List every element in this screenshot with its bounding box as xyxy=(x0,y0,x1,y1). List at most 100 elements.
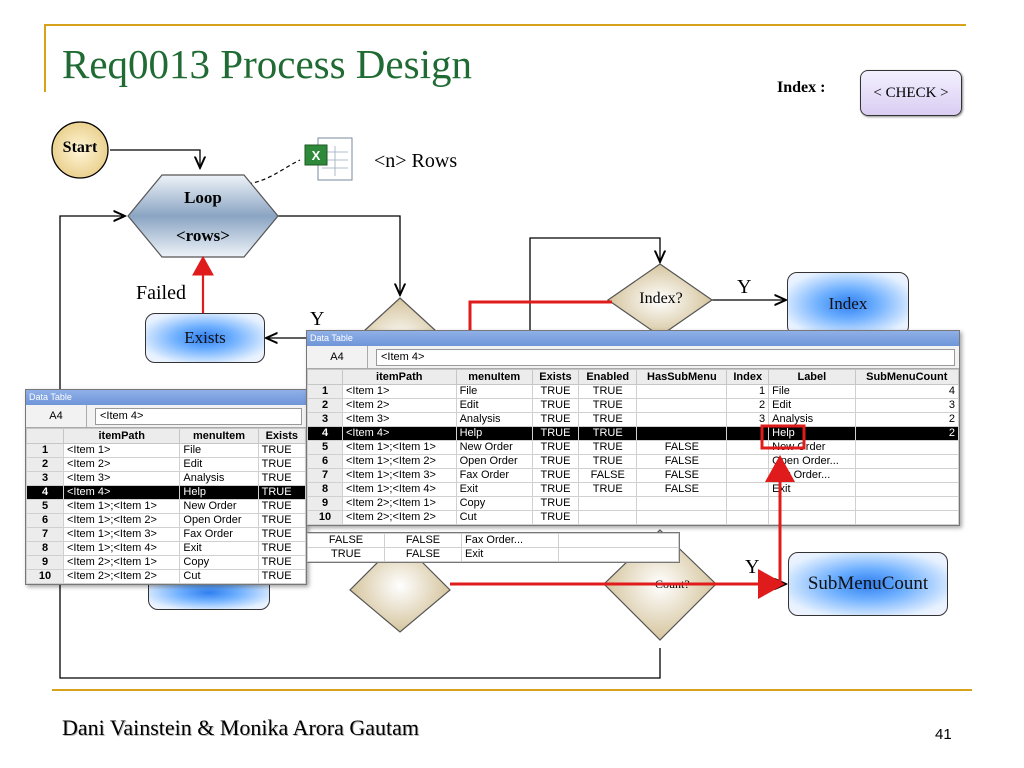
table-cell: FALSE xyxy=(384,547,462,562)
table-cell: TRUE xyxy=(307,547,385,562)
loop-label-1: Loop xyxy=(184,188,222,207)
table-cell: TRUE xyxy=(531,426,580,441)
table-cell: Fax Order xyxy=(455,468,533,483)
data-table-main: Data Table A4 <Item 4> itemPath menuItem… xyxy=(306,330,960,526)
row-number: 9 xyxy=(307,496,343,511)
row-number: 10 xyxy=(26,569,64,584)
help-highlight xyxy=(760,424,806,450)
table-cell: TRUE xyxy=(531,412,580,427)
excel-link xyxy=(247,159,301,185)
table-main-header: itemPath xyxy=(342,369,457,385)
loop-back-connector xyxy=(59,216,661,679)
table-cell: TRUE xyxy=(257,471,307,486)
table-main-cell-ref: A4 xyxy=(307,346,368,368)
table-left-corner xyxy=(26,428,64,444)
row-number: 9 xyxy=(26,555,64,570)
excel-file-icon: X xyxy=(304,137,353,181)
row-number: 5 xyxy=(26,499,64,514)
index-decision-label: Index? xyxy=(639,290,683,307)
row-number: 1 xyxy=(26,443,64,458)
table-left-header: itemPath xyxy=(62,428,181,444)
table-main-cell-value[interactable]: <Item 4> xyxy=(376,348,955,366)
table-cell xyxy=(578,510,638,525)
table-cell: Help xyxy=(179,485,259,500)
row-number: 5 xyxy=(307,440,343,455)
table-cell: FALSE xyxy=(384,533,462,548)
table-main-header: HasSubMenu xyxy=(636,369,728,385)
author-line: Dani Vainstein & Monika Arora Gautam xyxy=(62,715,420,740)
loop-node xyxy=(127,174,279,258)
index-entry-connector xyxy=(529,237,660,390)
table-cell: TRUE xyxy=(531,384,580,399)
table-cell: TRUE xyxy=(257,485,307,500)
row-number: 3 xyxy=(26,471,64,486)
table-left-cell-value[interactable]: <Item 4> xyxy=(95,407,302,425)
start-connector xyxy=(110,149,200,168)
bottom-left-decision xyxy=(349,539,451,633)
start-label: Start xyxy=(62,139,98,156)
table-cell: <Item 4> xyxy=(62,485,181,500)
row-number: 3 xyxy=(307,412,343,427)
table-cell: TRUE xyxy=(257,513,307,528)
table-main-grid: itemPath menuItem Exists Enabled HasSubM… xyxy=(307,369,959,525)
table-cell: Cut xyxy=(179,569,259,584)
table-cell: TRUE xyxy=(578,426,638,441)
table-cell: <Item 2>;<Item 2> xyxy=(62,569,181,584)
submenu-count-box: SubMenuCount xyxy=(788,552,948,616)
row-number: 10 xyxy=(307,510,343,525)
table-cell: <Item 1>;<Item 2> xyxy=(342,454,457,469)
table-cell: Analysis xyxy=(768,412,856,427)
check-button[interactable]: < CHECK > xyxy=(860,70,962,116)
table-cell: TRUE xyxy=(578,412,638,427)
table-cell: TRUE xyxy=(257,527,307,542)
table-main-header: Label xyxy=(768,369,856,385)
table-left-titlebar: Data Table xyxy=(26,390,306,405)
table-cell: <Item 2>;<Item 1> xyxy=(62,555,181,570)
table-cell: TRUE xyxy=(531,482,580,497)
table-cell: TRUE xyxy=(531,496,580,511)
table-main-header: menuItem xyxy=(455,369,533,385)
table-cell: FALSE xyxy=(636,454,728,469)
index-yes-label: Y xyxy=(737,276,752,298)
slide-title: Req0013 Process Design xyxy=(62,41,472,87)
row-number: 8 xyxy=(307,482,343,497)
table-main-titlebar: Data Table xyxy=(307,331,959,346)
row-number: 7 xyxy=(26,527,64,542)
table-cell xyxy=(636,510,728,525)
top-rule xyxy=(44,24,966,26)
row-number: 8 xyxy=(26,541,64,556)
table-cell: Help xyxy=(768,426,856,441)
table-cell: File xyxy=(455,384,533,399)
svg-text:X: X xyxy=(312,148,321,163)
index-label: Index : xyxy=(777,79,826,96)
table-cell: TRUE xyxy=(257,457,307,472)
table-cell: TRUE xyxy=(531,398,580,413)
table-cell xyxy=(558,547,679,562)
table-cell: <Item 1>;<Item 4> xyxy=(342,482,457,497)
submenu-yes-label: Y xyxy=(745,556,760,578)
table-cell xyxy=(768,510,856,525)
exists-box: Exists xyxy=(145,313,265,363)
table-cell: TRUE xyxy=(257,443,307,458)
table-cell: <Item 1>;<Item 3> xyxy=(62,527,181,542)
data-table-left: Data Table A4 <Item 4> itemPath menuItem… xyxy=(25,389,307,585)
exists-yes-label: Y xyxy=(310,308,325,330)
title-accent-bar xyxy=(44,24,46,92)
table-cell: <Item 3> xyxy=(62,471,181,486)
table-cell: Help xyxy=(455,426,533,441)
n-rows-label: <n> Rows xyxy=(374,150,458,172)
table-cell: TRUE xyxy=(531,510,580,525)
